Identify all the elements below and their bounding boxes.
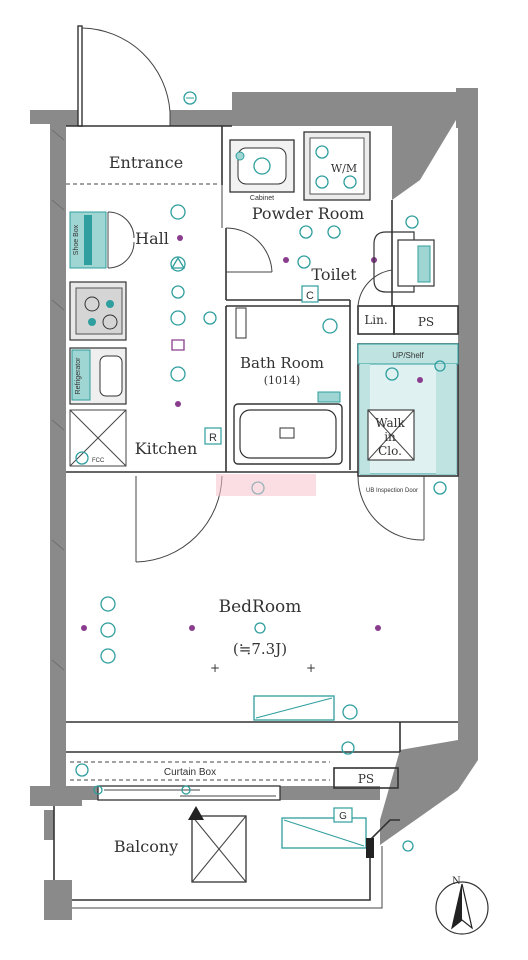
kitchen-mark: R xyxy=(204,427,222,445)
entrance-label: Entrance xyxy=(109,153,183,172)
svg-text:R: R xyxy=(209,432,217,444)
air-conditioner xyxy=(253,695,358,721)
washbasin xyxy=(229,139,295,193)
hall-label: Hall xyxy=(135,229,169,248)
evacuation-hatch xyxy=(188,806,247,883)
bath-door[interactable] xyxy=(235,307,247,339)
powder-room-mark: C xyxy=(301,285,319,303)
curtain-fixtures xyxy=(75,741,355,777)
kitchen-light-icon: FCC xyxy=(75,451,105,465)
svg-text:Refrigerator: Refrigerator xyxy=(75,357,82,395)
svg-text:+: + xyxy=(306,661,316,675)
cabinet-label: Cabinet xyxy=(250,195,274,202)
closet-door[interactable] xyxy=(357,475,447,541)
wm-label: W/M xyxy=(331,162,357,175)
toilet-label: Toilet xyxy=(311,265,357,284)
powder-room-door[interactable] xyxy=(221,185,273,273)
bedroom-door[interactable] xyxy=(135,475,223,563)
entrance-door[interactable] xyxy=(77,25,171,127)
pantry-x xyxy=(69,409,127,467)
walk-in-label-2: in xyxy=(384,430,396,444)
svg-text:+: + xyxy=(210,661,220,675)
outlet-icon xyxy=(177,235,183,241)
bedroom-light-icon xyxy=(254,622,266,634)
walk-in-closet xyxy=(357,343,459,475)
svg-text:Shoe Box: Shoe Box xyxy=(73,224,80,255)
sink: Refrigerator xyxy=(69,347,127,405)
ps-lower-label: PS xyxy=(358,772,374,786)
hall-door[interactable] xyxy=(107,211,135,269)
toilet-fixture xyxy=(373,215,435,293)
bath-fixtures xyxy=(317,318,341,403)
hall-fixtures xyxy=(170,204,186,407)
toilet-door[interactable] xyxy=(357,269,393,307)
bedroom-fixtures: + + xyxy=(81,596,381,675)
svg-text:G: G xyxy=(339,811,347,822)
shoe-box: Shoe Box xyxy=(69,211,107,269)
walls xyxy=(30,88,478,920)
bathtub xyxy=(233,403,343,465)
walk-in-label-1: Walk xyxy=(375,416,405,430)
svg-text:N: N xyxy=(452,876,461,887)
inspection-door-label: UB Inspection Door xyxy=(366,488,418,494)
svg-text:FCC: FCC xyxy=(92,458,105,464)
left-wall xyxy=(50,110,66,790)
walk-in-label-3: Clo. xyxy=(378,444,402,458)
svg-text:C: C xyxy=(306,290,314,302)
kitchen-label: Kitchen xyxy=(135,439,198,458)
bedroom-size-label: (≒7.3J) xyxy=(233,640,287,658)
balcony-label: Balcony xyxy=(114,837,178,856)
powder-room-label: Powder Room xyxy=(252,204,364,223)
bath-size-label: (1014) xyxy=(264,374,301,387)
interior-walls xyxy=(66,125,459,753)
compass-icon: N xyxy=(435,876,489,935)
ps-upper-label: PS xyxy=(418,315,434,329)
watermark xyxy=(216,474,316,496)
up-shelf-label: UP/Shelf xyxy=(392,351,424,360)
washing-machine xyxy=(303,131,371,201)
water-heater: G xyxy=(281,807,414,858)
stove xyxy=(69,281,127,341)
bath-room-label: Bath Room xyxy=(240,354,324,372)
curtain-box-label: Curtain Box xyxy=(164,767,216,778)
balcony-window[interactable] xyxy=(93,785,281,801)
linen-label: Lin. xyxy=(364,313,387,327)
entrance-light-icon xyxy=(183,91,197,105)
powder-room-fixtures xyxy=(203,225,341,325)
bedroom-label: BedRoom xyxy=(219,597,302,617)
ps-lower-box xyxy=(333,767,399,789)
